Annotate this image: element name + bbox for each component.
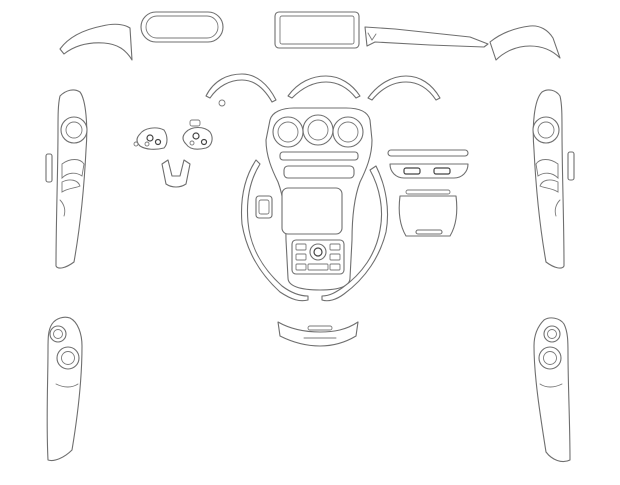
left-rear-door-panel — [46, 316, 83, 462]
top-center-rounded-panel — [140, 11, 224, 43]
lower-center-vent-panel — [398, 189, 458, 237]
dash-arc-trims — [205, 73, 441, 107]
right-upper-arc-trim — [489, 25, 561, 61]
left-front-door-panel — [45, 89, 88, 269]
center-vent-strip — [387, 149, 469, 179]
lower-bottom-curved-trim — [277, 321, 359, 347]
steering-wheel-button-pads — [133, 119, 213, 150]
left-upper-arc-trim — [59, 23, 133, 61]
right-front-door-panel — [532, 89, 575, 269]
steering-wheel-lower-trim — [161, 159, 191, 188]
top-long-strip-trim — [364, 26, 489, 48]
right-rear-door-panel — [533, 317, 571, 463]
top-instrument-display-frame — [274, 11, 360, 49]
center-console — [265, 107, 373, 291]
console-side-curved-strips — [241, 159, 389, 302]
